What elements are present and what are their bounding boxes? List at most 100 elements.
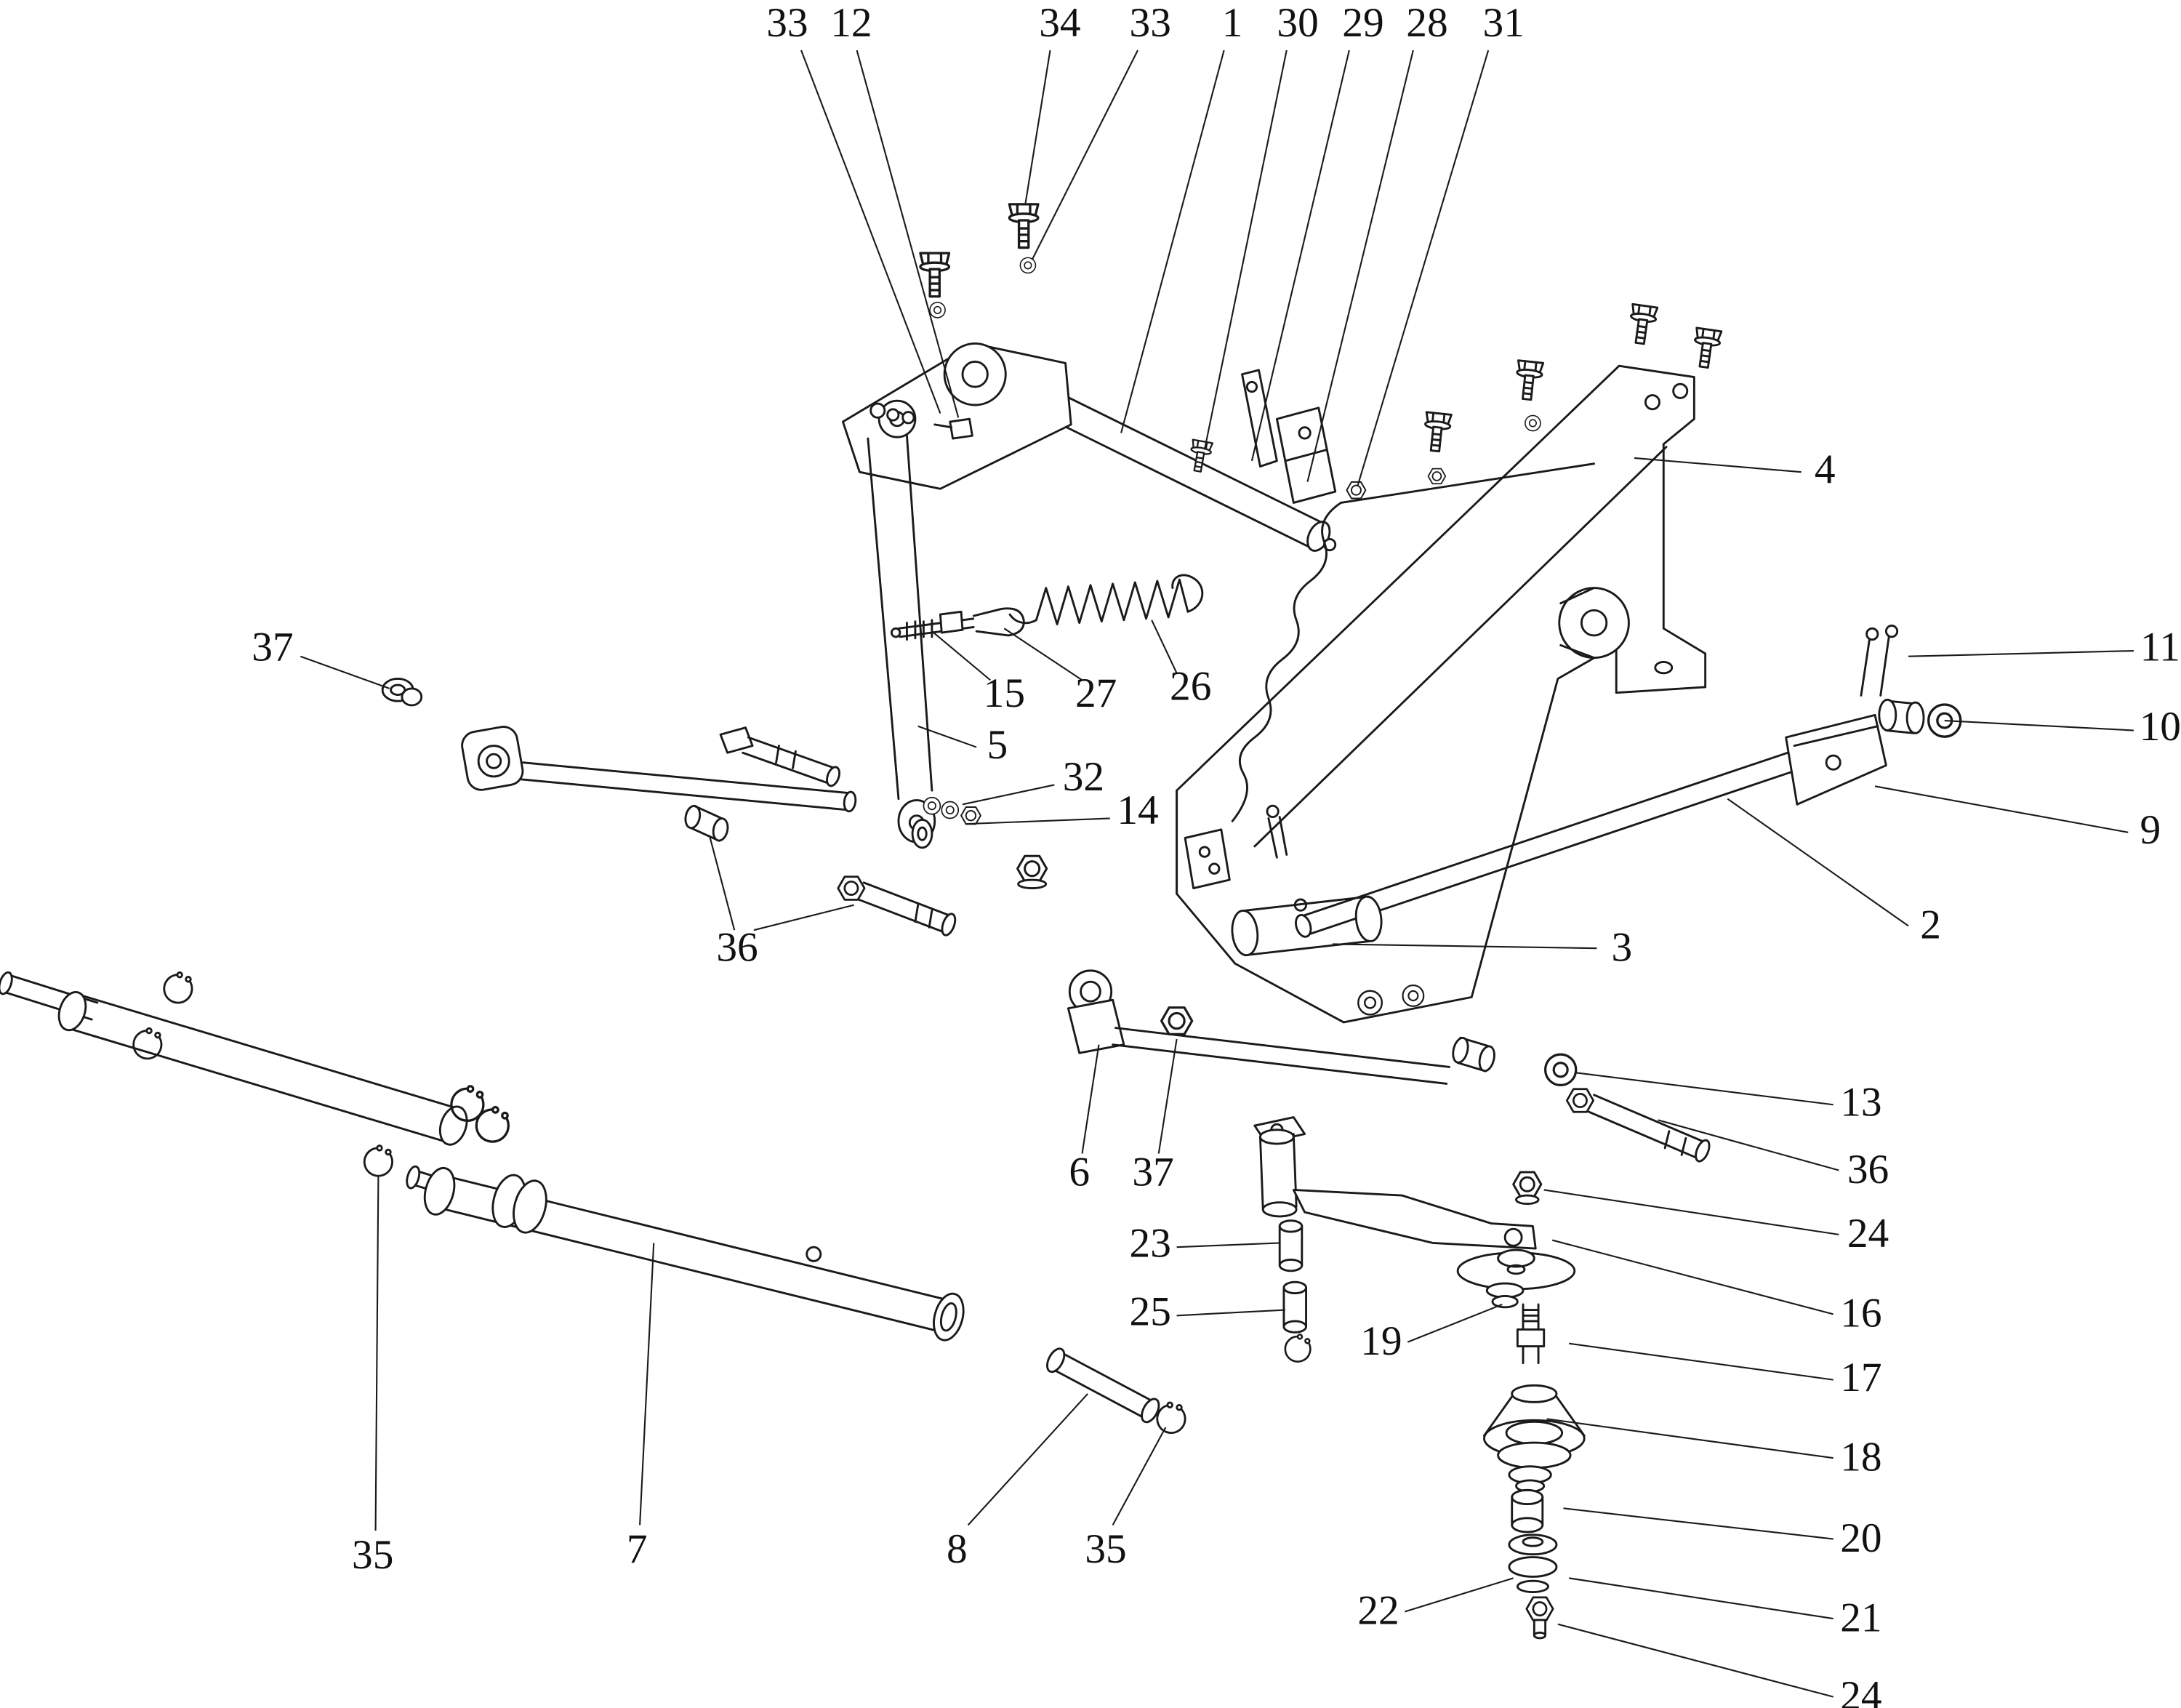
part-label-2-right: 2: [1920, 902, 1941, 948]
part-label-33-top-right: 33: [1130, 0, 1171, 46]
part-label-11-right: 11: [2140, 624, 2180, 670]
part-lift-arm-5: [867, 434, 936, 843]
spring-26: [1008, 574, 1204, 625]
cotter-pin-small: [1266, 804, 1288, 859]
part-label-25-mid: 25: [1130, 1289, 1171, 1335]
part-label-23-mid: 23: [1130, 1221, 1171, 1267]
washers-21-22: [1508, 1533, 1558, 1594]
part-label-5-mid: 5: [987, 722, 1008, 768]
part-label-9-right: 9: [2140, 807, 2161, 853]
leader-line-30-top: [1203, 49, 1288, 450]
part-label-37-mid: 37: [1132, 1150, 1173, 1195]
leader-line-15-mid: [931, 630, 991, 681]
part-rod-2: [1295, 728, 1863, 938]
washer-33b: [929, 302, 946, 318]
leader-line-33-top-left: [800, 49, 941, 414]
leader-line-29-top: [1250, 49, 1350, 462]
part-label-24-upper: 24: [1847, 1211, 1889, 1256]
part-clevis-9: [1785, 713, 1887, 806]
part-drag-link-6: [1067, 969, 1711, 1163]
clevis-27: [972, 607, 1025, 637]
washer-33: [1019, 257, 1037, 274]
part-label-13-right: 13: [1840, 1080, 1881, 1126]
leader-line-2-right: [1727, 798, 1909, 927]
leader-line-20-right: [1563, 1507, 1833, 1540]
nut-37-mid: [1160, 1006, 1194, 1035]
part-label-15-mid: 15: [984, 670, 1025, 716]
part-label-21-right: 21: [1840, 1595, 1881, 1640]
leader-line-13-right: [1574, 1072, 1833, 1106]
washer-link-b: [1402, 984, 1425, 1007]
leader-line-9-right: [1874, 785, 2129, 833]
plate-29: [1241, 369, 1278, 468]
bolt-36-right: [1565, 1088, 1711, 1163]
part-bushing-10: [1878, 698, 1962, 738]
part-spindle-stack: [1483, 1171, 1586, 1640]
leader-line-35-bottom: [1112, 1427, 1167, 1525]
part-label-37-left: 37: [252, 624, 293, 670]
washer-link-a: [1357, 990, 1383, 1016]
spacer-sleeve: [684, 804, 729, 842]
part-label-16-right: 16: [1840, 1291, 1881, 1336]
leader-line-17-right: [1569, 1342, 1833, 1381]
cup-18: [1483, 1384, 1586, 1470]
part-label-1-top: 1: [1222, 0, 1243, 46]
washer-19: [1485, 1282, 1525, 1309]
leader-line-1-top: [1120, 49, 1225, 433]
eyebolt-15: [890, 610, 975, 641]
part-label-36-left: 36: [716, 924, 758, 970]
leader-line-33-top-right: [1031, 49, 1138, 260]
washer-32b: [941, 801, 960, 819]
leader-line-6-mid: [1081, 1044, 1100, 1154]
part-label-20-right: 20: [1840, 1515, 1881, 1561]
part-plug-37: [381, 678, 423, 707]
leader-line-23-mid: [1176, 1242, 1280, 1248]
leader-line-36-left: [753, 904, 855, 931]
part-mount-plate-4: [1176, 364, 1707, 1024]
leader-line-37-left: [300, 655, 390, 689]
part-label-17-right: 17: [1840, 1355, 1881, 1400]
part-label-35-bottom: 35: [1085, 1526, 1126, 1572]
leader-line-16-right: [1551, 1239, 1833, 1315]
leader-line-26-mid: [1151, 620, 1178, 674]
part-label-7-bottom: 7: [627, 1526, 648, 1572]
shaft-17: [1516, 1303, 1546, 1365]
leader-line-36-right: [1658, 1119, 1839, 1171]
part-top-bolts: [919, 203, 1040, 318]
leader-line-37-mid: [1157, 1038, 1178, 1154]
part-tube-upper-left: [0, 969, 515, 1182]
part-label-14-mid: 14: [1117, 787, 1158, 833]
leader-line-11-right: [1908, 649, 2134, 657]
nut-24-upper: [1512, 1171, 1543, 1206]
leader-line-10-right: [1944, 720, 2134, 731]
leader-line-19-mid: [1407, 1303, 1503, 1343]
part-label-34-top: 34: [1039, 0, 1080, 46]
washer-14: [911, 819, 933, 849]
leader-line-7-bottom: [639, 1243, 655, 1525]
part-label-6-mid: 6: [1069, 1150, 1090, 1195]
part-label-18-right: 18: [1840, 1434, 1881, 1480]
part-label-10-right: 10: [2140, 704, 2181, 750]
snapring-35e: [358, 1141, 398, 1182]
leader-line-21-right: [1569, 1577, 1833, 1620]
leader-line-3-mid: [1332, 943, 1597, 950]
part-label-28-top: 28: [1406, 0, 1447, 46]
bolt-34: [1008, 203, 1040, 249]
part-arm-eye-hardware: [911, 796, 981, 849]
leader-line-4-right: [1634, 457, 1802, 473]
washer-13: [1544, 1053, 1578, 1086]
drawing-layer: [0, 203, 1962, 1640]
part-label-36-right: 36: [1847, 1147, 1889, 1192]
part-loose-nut: [1016, 854, 1048, 889]
part-label-22-mid: 22: [1357, 1588, 1399, 1634]
part-pivot-bracket: [842, 342, 1072, 490]
part-label-29-top: 29: [1342, 0, 1383, 46]
leader-line-34-top: [1024, 49, 1051, 206]
leader-line-24-upper: [1543, 1189, 1839, 1235]
bushing-link: [1452, 1036, 1495, 1072]
leader-line-22-mid: [1405, 1577, 1514, 1613]
part-label-30-top: 30: [1277, 0, 1318, 46]
